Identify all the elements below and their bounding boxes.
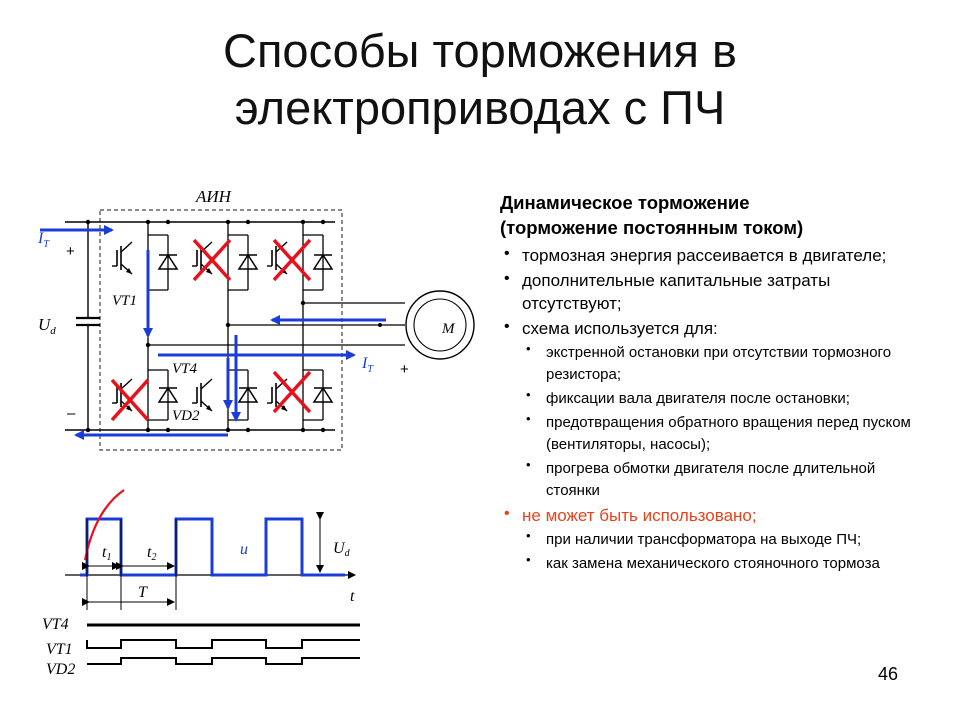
braking-description: Динамическое торможение (торможение пост… (500, 190, 930, 575)
motor-label: M (441, 321, 456, 337)
voltage-label: Ud (38, 315, 56, 337)
list-item-warning: не может быть использовано; (500, 502, 930, 527)
vt1-label: VT1 (112, 293, 137, 309)
inverter-label: АИН (195, 187, 233, 206)
sub-list-item: прогрева обмотки двигателя после длитель… (500, 454, 930, 502)
inverter-circuit: АИН IT + Ud – VT1 VT4 VD2 IT + M (37, 187, 475, 451)
phase-outputs (148, 302, 405, 346)
list-item: тормозная энергия рассеивается в двигате… (500, 242, 930, 267)
sub-list-item: при наличии трансформатора на выходе ПЧ; (500, 525, 930, 551)
sub-list-item: фиксации вала двигателя после остановки; (500, 384, 930, 410)
list-item: дополнительные капитальные затраты отсут… (500, 267, 930, 315)
vt1-signal (86, 639, 360, 649)
disabled-cross-icon (272, 370, 312, 414)
section-heading: Динамическое торможение (торможение пост… (500, 192, 804, 238)
period-label: T (138, 584, 148, 601)
motor-icon (405, 290, 475, 360)
slide-title: Способы торможения в электроприводах с П… (0, 22, 960, 136)
page-number: 46 (878, 664, 899, 684)
current-label-right: IT (361, 355, 374, 375)
vd2-signal (87, 657, 360, 665)
u-label: u (240, 541, 248, 558)
inverter-boundary (99, 209, 343, 451)
braking-current-path (40, 225, 386, 440)
voltage-waveform (80, 517, 345, 577)
current-label-left: IT (37, 230, 50, 250)
row-label-vt1: VT1 (46, 641, 73, 658)
plus-label-left: + (66, 243, 75, 260)
sub-list-item: предотвращения обратного вращения перед … (500, 408, 930, 456)
disabled-cross-icon (272, 238, 312, 282)
ud-label: Ud (333, 540, 351, 559)
sub-list-item: экстренной остановки при отсутствии торм… (500, 338, 930, 386)
minus-label: – (67, 405, 76, 422)
vd2-label: VD2 (172, 408, 200, 424)
t2-label: t2 (147, 544, 156, 563)
transistor-vt1-icon (111, 241, 133, 275)
dc-link-capacitor (76, 222, 100, 430)
sub-list-item: как замена механического стояночного тор… (500, 549, 930, 575)
transistor-vt6-icon (191, 378, 213, 412)
plus-label-right: + (400, 361, 409, 378)
vt4-label: VT4 (172, 361, 198, 377)
time-label: t (350, 588, 355, 605)
list-item: схема используется для: (500, 315, 930, 340)
title-line-2: электроприводах с ПЧ (234, 81, 726, 134)
timing-diagram: t1 t2 u Ud T t VT4 VT1 VD2 (42, 489, 360, 678)
row-label-vd2: VD2 (46, 661, 75, 678)
t1-label: t1 (102, 544, 111, 563)
row-label-vt4: VT4 (42, 616, 69, 633)
title-line-1: Способы торможения в (223, 24, 737, 77)
